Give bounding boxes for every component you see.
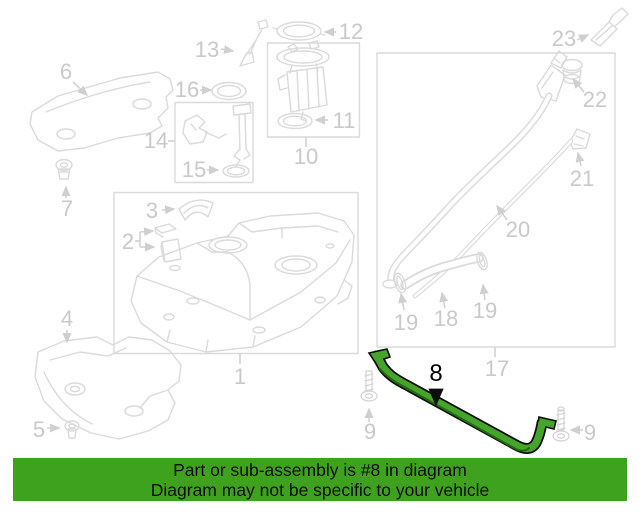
part-label-1: 1 bbox=[233, 364, 247, 389]
bolt-9-right bbox=[552, 406, 570, 442]
part-1-fuel-tank bbox=[130, 212, 355, 353]
highlight-info-banner: Part or sub-assembly is #8 in diagram Di… bbox=[13, 458, 627, 501]
box-part-1 bbox=[113, 191, 359, 355]
box-part-10 bbox=[266, 42, 361, 138]
part-11-oring bbox=[277, 112, 313, 130]
part-4-shield bbox=[34, 336, 182, 440]
part-label-9-left: 9 bbox=[363, 419, 377, 444]
part-label-16: 16 bbox=[174, 77, 200, 102]
bolt-9-left bbox=[360, 370, 378, 402]
part-22-cap bbox=[561, 58, 583, 85]
part-label-11: 11 bbox=[332, 108, 356, 133]
part-8-fuel-tank-strap-highlighted bbox=[367, 348, 557, 454]
part-12-lockring bbox=[272, 21, 326, 41]
part-label-21: 21 bbox=[569, 166, 595, 191]
box-part-17 bbox=[376, 52, 616, 348]
part-label-10: 10 bbox=[293, 144, 319, 169]
part-label-19-right: 19 bbox=[472, 298, 498, 323]
part-label-9-right: 9 bbox=[583, 420, 597, 445]
part-label-3: 3 bbox=[145, 198, 159, 223]
part-label-23: 23 bbox=[551, 26, 577, 51]
part-23-valve bbox=[590, 7, 629, 47]
part-14-sender bbox=[182, 103, 252, 178]
part-2-insulators bbox=[154, 223, 182, 263]
callout-arrows bbox=[47, 27, 590, 435]
part-20-pipes bbox=[382, 92, 574, 299]
part-label-7: 7 bbox=[60, 196, 74, 221]
part-label-2: 2 bbox=[121, 229, 135, 254]
box-part-14 bbox=[174, 101, 254, 184]
banner-line1: Part or sub-assembly is #8 in diagram bbox=[173, 460, 467, 480]
part-label-15: 15 bbox=[181, 157, 207, 182]
part-16-oring bbox=[211, 81, 247, 101]
part-label-22: 22 bbox=[582, 87, 608, 112]
part-19-clamp-left bbox=[393, 272, 407, 294]
part-label-8-highlighted: 8 bbox=[429, 360, 443, 387]
part-6-shield bbox=[29, 71, 174, 152]
part-19-clamp-right bbox=[476, 251, 488, 271]
part-label-14: 14 bbox=[143, 128, 169, 153]
part-20-filler-neck bbox=[536, 50, 568, 102]
part-7-grommet bbox=[55, 158, 73, 180]
part-label-4: 4 bbox=[60, 306, 74, 331]
part-label-18: 18 bbox=[433, 306, 459, 331]
part-18-hose bbox=[393, 251, 488, 294]
part-label-5: 5 bbox=[32, 417, 46, 442]
part-5-bolt bbox=[64, 420, 80, 439]
banner-line2: Diagram may not be specific to your vehi… bbox=[150, 480, 490, 500]
part-3-pad bbox=[178, 199, 214, 221]
part-10-fuel-pump-module bbox=[276, 40, 330, 130]
part-13-bracket bbox=[239, 19, 269, 67]
part-label-12: 12 bbox=[338, 19, 364, 44]
part-label-19-left: 19 bbox=[393, 310, 419, 335]
part-label-13: 13 bbox=[194, 37, 220, 62]
part-label-6: 6 bbox=[59, 59, 73, 84]
part-label-20: 20 bbox=[505, 217, 531, 242]
part-21-clip bbox=[569, 128, 591, 150]
part-15-oring bbox=[222, 164, 250, 178]
part-label-17: 17 bbox=[484, 356, 510, 381]
